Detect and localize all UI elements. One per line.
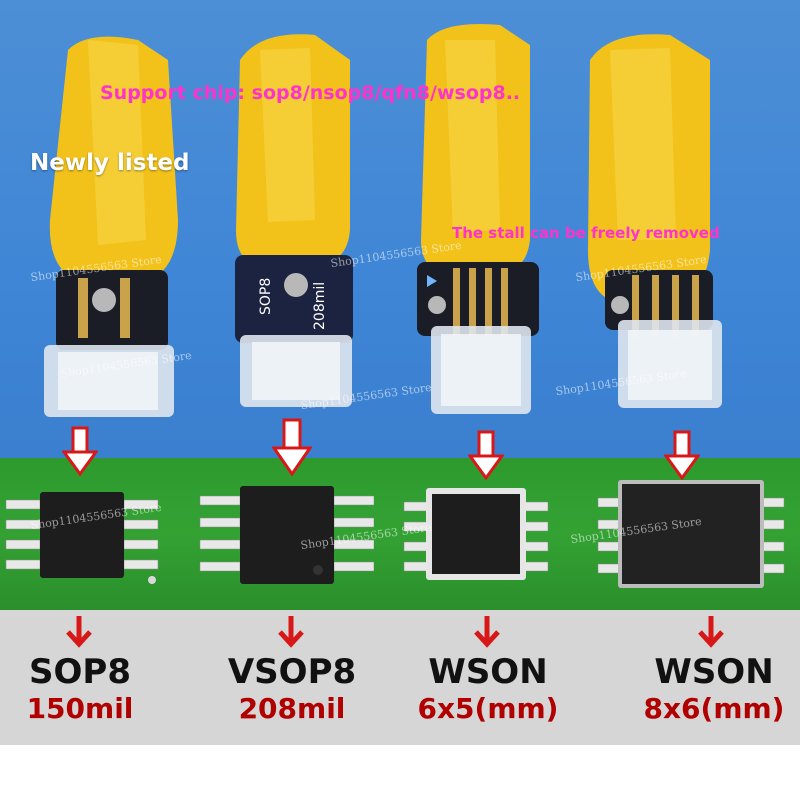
- headline-text: Support chip: sop8/nsop8/qfn8/wsop8..: [100, 82, 521, 104]
- probe-adapter-sop8: [44, 36, 179, 417]
- package-size: 208mil: [238, 692, 346, 725]
- package-label-3: WSON 6x5(mm): [408, 652, 568, 725]
- chip-wson-8x6: [597, 480, 785, 588]
- package-name: WSON: [428, 652, 548, 692]
- probe-adapter-wson-6x5: [417, 24, 539, 414]
- probe-adapter-vsop8: SOP8 208mil: [235, 34, 353, 407]
- package-label-1: SOP8 150mil: [0, 652, 160, 725]
- down-arrow-icon: [62, 426, 98, 477]
- probe-label-sop8: SOP8: [258, 278, 274, 315]
- package-label-4: WSON 8x6(mm): [628, 652, 800, 725]
- package-size: 8x6(mm): [643, 692, 785, 725]
- stall-note: The stall can be freely removed: [452, 224, 720, 242]
- down-arrow-icon: [468, 430, 504, 481]
- down-arrow-icon: [272, 418, 312, 477]
- down-arrow-icon: [698, 616, 724, 648]
- probe-adapter-wson-8x6: [588, 34, 722, 408]
- chip-sop8: [5, 492, 159, 584]
- package-size: 150mil: [26, 692, 134, 725]
- chip-vsop8: [199, 486, 374, 584]
- package-name: VSOP8: [227, 652, 357, 692]
- package-label-2: VSOP8 208mil: [212, 652, 372, 725]
- down-arrow-icon: [474, 616, 500, 648]
- down-arrow-icon: [66, 616, 92, 648]
- down-arrow-icon: [278, 616, 304, 648]
- package-size: 6x5(mm): [417, 692, 559, 725]
- newly-listed-badge: Newly listed: [30, 150, 190, 176]
- bottom-margin: [0, 745, 800, 800]
- down-arrow-icon: [664, 430, 700, 481]
- probe-label-size: 208mil: [312, 282, 328, 330]
- package-name: WSON: [654, 652, 774, 692]
- package-name: SOP8: [29, 652, 131, 692]
- chip-wson-6x5: [403, 488, 549, 580]
- label-panel: [0, 610, 800, 745]
